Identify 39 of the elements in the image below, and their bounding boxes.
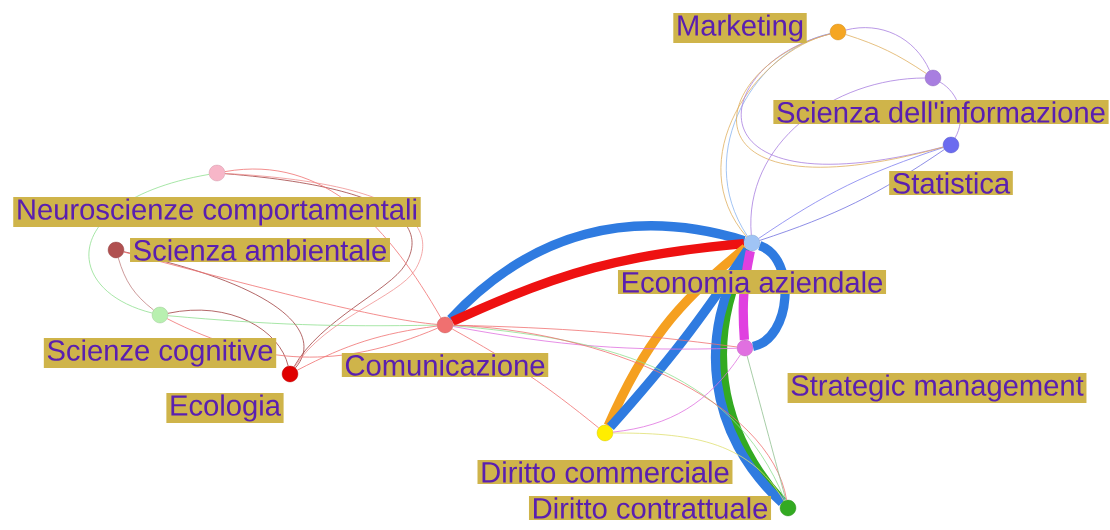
node-label: Economia aziendale: [617, 269, 887, 295]
node-dot: [107, 241, 125, 259]
node-label: Scienze cognitive: [43, 338, 277, 368]
connector-line: [845, 27, 931, 71]
node-dot: [208, 164, 226, 182]
node-dot: [942, 136, 960, 154]
node-label: Comunicazione: [341, 352, 549, 378]
connector-line: [612, 354, 741, 433]
node-dot: [829, 23, 847, 41]
node-dot: [151, 306, 169, 324]
node-label: Scienza ambientale: [130, 237, 390, 263]
node-dot: [779, 499, 797, 517]
connector-line: [751, 241, 790, 351]
node-label: Marketing: [673, 13, 807, 43]
node-label: Diritto commerciale: [482, 461, 729, 483]
node-label: Diritto contrattuale: [534, 497, 768, 519]
connector-line: [296, 325, 438, 371]
node-label: Diritto commerciale: [477, 459, 733, 485]
connector-line: [117, 257, 154, 311]
node-dot: [596, 424, 614, 442]
connector-line: [746, 355, 787, 501]
connector-line: [167, 315, 438, 327]
node-dot: [924, 69, 942, 87]
node-dot: [736, 339, 754, 357]
node-label: Diritto contrattuale: [528, 495, 772, 521]
node-label: Strategic management: [787, 373, 1087, 403]
connector-line: [123, 251, 438, 325]
connector-line: [845, 34, 927, 74]
node-label: Economia aziendale: [623, 271, 883, 293]
connector-line: [612, 432, 785, 502]
connector-line: [167, 309, 289, 367]
node-dot: [743, 234, 761, 252]
node-label: Scienza dell'informazione: [773, 99, 1109, 125]
connector-line: [450, 239, 745, 326]
node-label: Statistica: [889, 170, 1013, 195]
node-label: Ecologia: [166, 393, 284, 423]
node-dot: [281, 365, 299, 383]
node-label: Neuroscienze comportamentali: [13, 197, 421, 227]
node-dot: [436, 316, 454, 334]
